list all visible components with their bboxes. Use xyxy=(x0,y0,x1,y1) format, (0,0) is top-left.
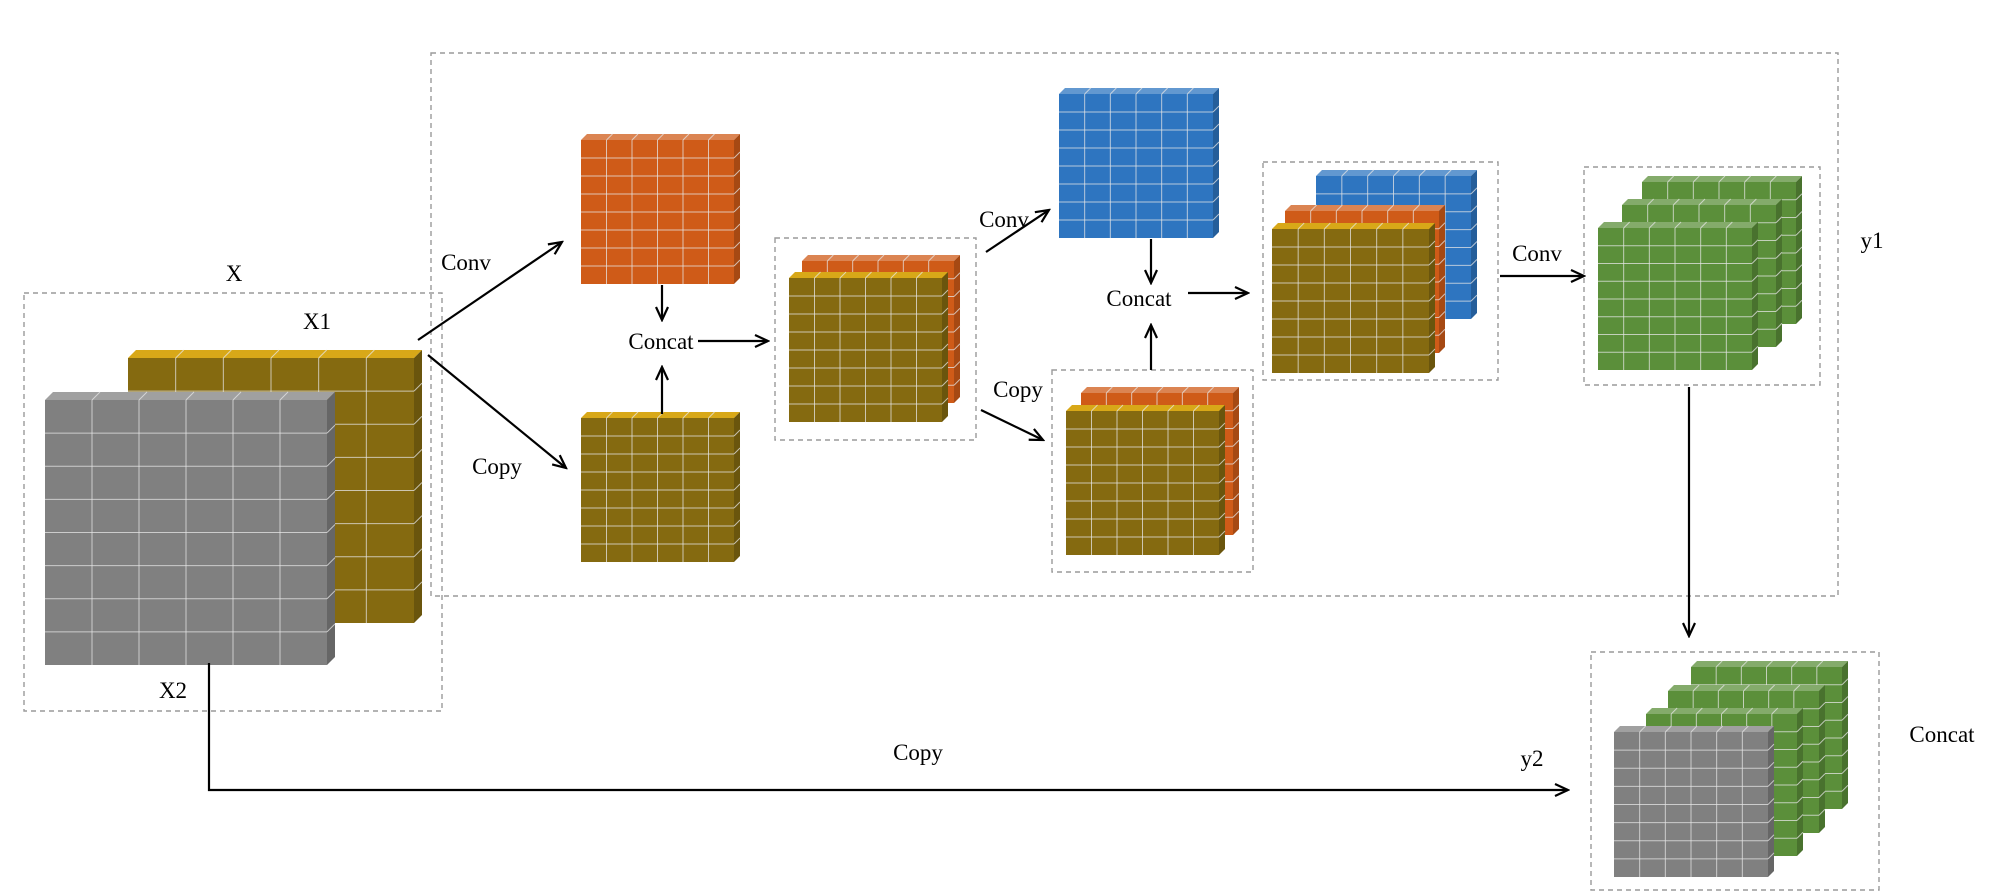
block-conv-orange xyxy=(581,133,741,284)
y1-stack-frame xyxy=(1583,166,1821,386)
concat-result-2-frame xyxy=(1262,161,1499,381)
labels: X X1 X2 Conv Copy Concat Conv Copy Conca… xyxy=(159,207,1975,771)
label-concat-2: Concat xyxy=(1106,286,1172,311)
label-y1: y1 xyxy=(1861,228,1884,253)
label-copy-2: Copy xyxy=(993,377,1043,402)
conv-arrow-1 xyxy=(417,242,562,341)
block-x2 xyxy=(45,391,336,665)
final-concat-frame xyxy=(1590,651,1880,891)
module-frame xyxy=(430,52,1839,597)
input-x-frame xyxy=(23,292,443,712)
conv-arrow-2 xyxy=(985,210,1049,253)
copy-stack-frame xyxy=(1051,369,1254,573)
block-concat2-olive xyxy=(1272,222,1436,373)
label-copy-1: Copy xyxy=(472,454,522,479)
label-x2: X2 xyxy=(159,678,187,703)
arrows xyxy=(207,210,1689,790)
label-concat-final: Concat xyxy=(1909,722,1975,747)
block-copy2-olive xyxy=(1066,404,1226,555)
block-copy-olive xyxy=(581,411,741,562)
label-conv-2: Conv xyxy=(979,207,1029,232)
copy-x2-arrow xyxy=(207,663,1568,790)
copy-arrow-2 xyxy=(980,409,1043,440)
label-x1: X1 xyxy=(303,309,331,334)
label-concat-1: Concat xyxy=(628,329,694,354)
label-copy-bottom: Copy xyxy=(893,740,943,765)
label-x: X xyxy=(226,261,243,286)
feature-map-blocks xyxy=(45,87,1849,877)
label-conv-3: Conv xyxy=(1512,241,1562,266)
label-conv-1: Conv xyxy=(441,250,491,275)
block-concat1-olive xyxy=(789,271,949,422)
label-y2: y2 xyxy=(1521,746,1544,771)
block-conv-blue xyxy=(1059,87,1220,238)
block-final-gray xyxy=(1614,725,1775,877)
block-y1-green-front xyxy=(1598,221,1759,370)
copy-arrow-1 xyxy=(427,354,566,468)
concat-result-1-frame xyxy=(774,237,977,441)
